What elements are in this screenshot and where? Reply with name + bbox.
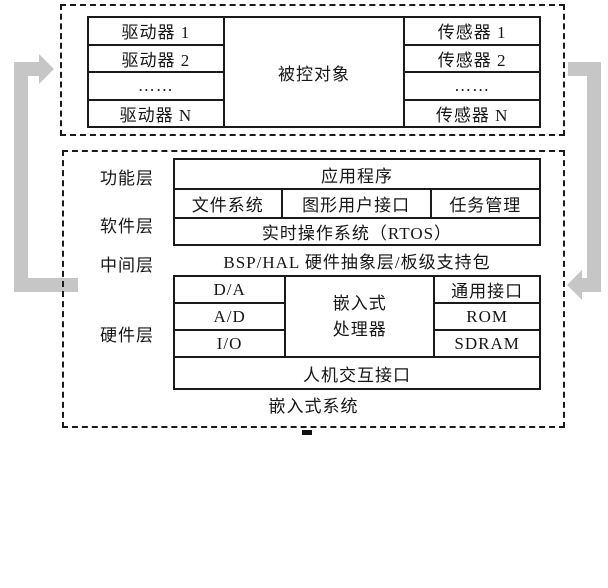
controlled-object-cell: 被控对象: [222, 18, 406, 126]
embedded-system-dashed-box: [62, 150, 565, 428]
ad-cell: A/D: [175, 304, 285, 331]
da-cell: D/A: [175, 277, 285, 304]
layer-label-hardware: 硬件层: [100, 326, 154, 345]
left-arrow-top-shaft: [14, 62, 39, 76]
hw-io-column: D/A A/D I/O: [175, 277, 285, 356]
left-arrow-vertical-shaft: [14, 62, 28, 292]
sdram-cell: SDRAM: [454, 333, 520, 353]
hw-memory-column: 通用接口 ROM SDRAM: [435, 277, 539, 356]
hardware-table: D/A A/D I/O 嵌入式 处理器 通用接口 ROM SDRAM 人机交互接…: [173, 275, 541, 390]
driver-cell-1: 驱动器 1: [89, 18, 223, 46]
driver-cell-ellipsis: ……: [89, 73, 223, 101]
drivers-column: 驱动器 1 驱动器 2 …… 驱动器 N: [89, 18, 223, 126]
driver-cell-2: 驱动器 2: [89, 46, 223, 73]
file-system-cell: 文件系统: [191, 196, 264, 216]
embedded-processor-cell: 嵌入式 处理器: [284, 277, 436, 356]
sensor-cell-ellipsis: ……: [405, 73, 539, 101]
io-cell: I/O: [216, 333, 243, 353]
driver-cell-n: 驱动器 N: [119, 105, 193, 125]
layer-label-function: 功能层: [100, 169, 154, 188]
bsp-hal-label: BSP/HAL 硬件抽象层/板级支持包: [223, 252, 491, 272]
right-arrow-vertical-shaft: [587, 62, 601, 292]
layer-label-middleware: 中间层: [100, 256, 154, 275]
stray-dash-mark: [302, 430, 312, 435]
hardware-main-row: D/A A/D I/O 嵌入式 处理器 通用接口 ROM SDRAM: [175, 277, 539, 358]
task-management-cell: 任务管理: [449, 196, 522, 216]
sensors-column: 传感器 1 传感器 2 …… 传感器 N: [405, 18, 539, 126]
software-stack-table: 应用程序 文件系统 图形用户接口 任务管理 实时操作系统（RTOS）: [173, 158, 541, 246]
sensor-cell-2: 传感器 2: [405, 46, 539, 73]
sensor-cell-n: 传感器 N: [435, 105, 509, 125]
software-row: 文件系统 图形用户接口 任务管理: [175, 190, 539, 219]
plant-table: 驱动器 1 驱动器 2 …… 驱动器 N 被控对象 传感器 1 传感器 2 ………: [87, 16, 541, 128]
embedded-system-caption: 嵌入式系统: [268, 396, 359, 416]
embedded-processor-line2: 处理器: [332, 319, 387, 339]
layer-label-software: 软件层: [100, 217, 154, 236]
left-arrow-head-icon: [39, 54, 54, 84]
rtos-cell: 实时操作系统（RTOS）: [261, 224, 453, 243]
right-arrow-head-icon: [567, 270, 582, 300]
hmi-cell: 人机交互接口: [303, 365, 411, 385]
rom-cell: ROM: [435, 304, 539, 331]
sensor-cell-1: 传感器 1: [405, 18, 539, 46]
plant-dashed-box: [60, 4, 565, 136]
right-arrow-bottom-shaft: [582, 278, 601, 292]
application-cell: 应用程序: [175, 160, 539, 191]
embedded-processor-line1: 嵌入式: [332, 293, 387, 313]
general-interface-cell: 通用接口: [435, 277, 539, 304]
gui-cell: 图形用户接口: [280, 190, 432, 217]
